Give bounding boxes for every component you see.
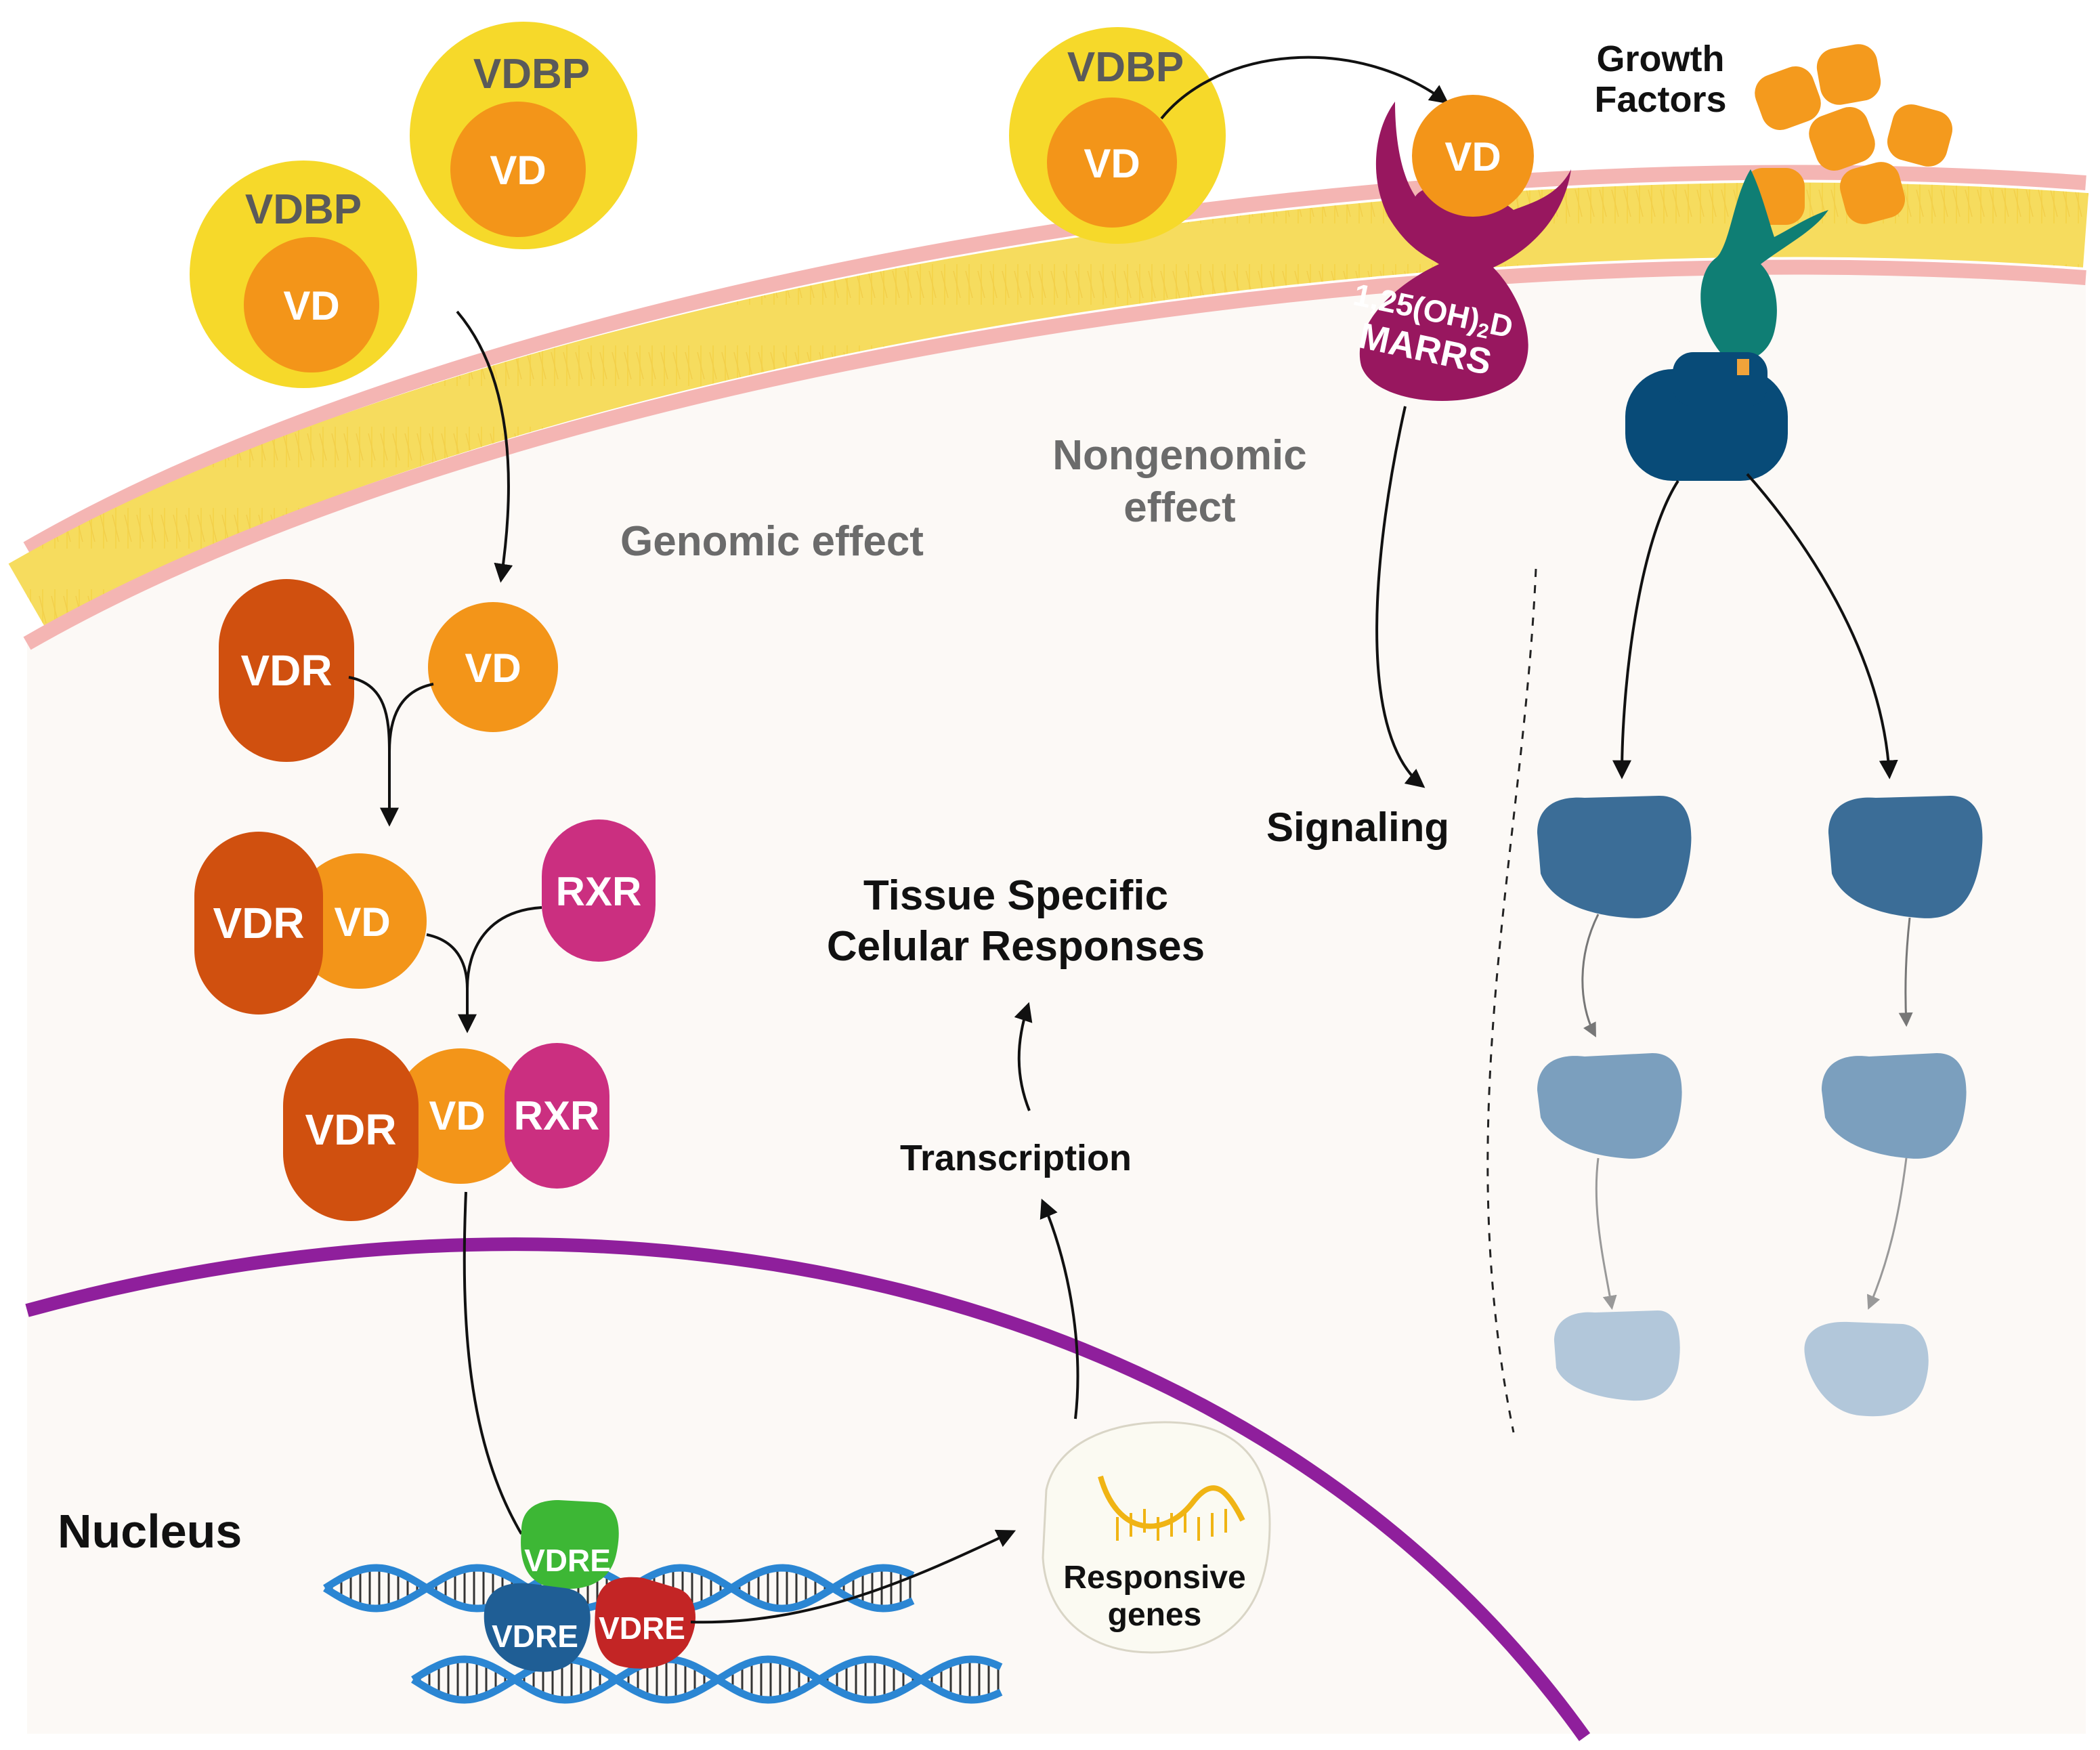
arrow-vd-entry bbox=[456, 310, 513, 583]
arrow-vdr-vd-merge bbox=[348, 676, 434, 823]
vd-label: VD bbox=[490, 148, 546, 193]
vdbp-label: VDBP bbox=[245, 186, 362, 233]
arrow-transcription bbox=[1040, 1198, 1079, 1420]
vdre-label: VDRE bbox=[524, 1543, 611, 1578]
nuclear-membrane bbox=[25, 1237, 1591, 1741]
vdr-vd-complex: VDR VD bbox=[194, 832, 427, 1015]
rxr-label: RXR bbox=[556, 869, 642, 914]
vdr-label: VDR bbox=[240, 646, 332, 695]
vd-label: VD bbox=[465, 645, 521, 691]
tissue-responses-label-2: Celular Responses bbox=[827, 923, 1205, 970]
rxr-free: RXR bbox=[542, 819, 656, 962]
arrow-rxr-merge bbox=[426, 906, 542, 1029]
vdre-blue: VDRE bbox=[484, 1583, 591, 1672]
arrow-receptor-left-cascade bbox=[1612, 479, 1679, 780]
vdr-vd-rxr-heterodimer: VDR VD RXR bbox=[283, 1038, 609, 1221]
growth-factor bbox=[1839, 162, 1906, 224]
vdbp-complex-right: VDBP VD bbox=[1009, 27, 1226, 244]
vdr-unbound: VDR bbox=[219, 579, 354, 762]
growth-factors-label-2: Factors bbox=[1594, 79, 1726, 120]
tissue-responses-label-1: Tissue Specific bbox=[863, 872, 1168, 919]
rxr-label: RXR bbox=[514, 1093, 600, 1138]
transcription-label: Transcription bbox=[900, 1138, 1132, 1178]
kinase-cascade-right bbox=[1804, 796, 1983, 1417]
arrow-to-responses bbox=[1014, 1002, 1033, 1111]
vd-label: VD bbox=[1084, 141, 1140, 186]
arrow-cascade-l1 bbox=[1581, 914, 1600, 1038]
growth-factor-cluster bbox=[1744, 44, 1953, 225]
growth-factor bbox=[1809, 107, 1875, 171]
responsive-genes-bubble: Responsive genes bbox=[1042, 1421, 1271, 1654]
arrow-to-vdre bbox=[463, 1191, 523, 1535]
nongenomic-effect-label-2: effect bbox=[1123, 484, 1235, 531]
vdr-label: VDR bbox=[213, 899, 304, 947]
vdbp-label: VDBP bbox=[1067, 44, 1184, 91]
vdbp-label: VDBP bbox=[473, 51, 590, 98]
vdbp-complex-top: VDBP VD bbox=[410, 22, 637, 249]
arrow-cascade-r1 bbox=[1898, 917, 1913, 1027]
arrow-to-responsive-genes bbox=[690, 1529, 1016, 1624]
growth-factors-label-1: Growth bbox=[1597, 39, 1725, 79]
arrow-cascade-l2 bbox=[1595, 1157, 1617, 1310]
vdr-label: VDR bbox=[305, 1105, 396, 1154]
vdre-label: VDRE bbox=[599, 1610, 685, 1646]
arrow-receptor-right-cascade bbox=[1746, 473, 1898, 780]
growth-factor bbox=[1887, 104, 1953, 167]
dna-double-helix-icon bbox=[323, 1564, 1003, 1704]
arrow-cascade-r2 bbox=[1866, 1157, 1908, 1310]
vd-label: VD bbox=[1444, 134, 1501, 179]
vd-label: VD bbox=[429, 1093, 485, 1138]
growth-factor-receptor bbox=[1625, 169, 1828, 481]
vdbp-complex-left: VDBP VD bbox=[190, 161, 417, 388]
vdre-label: VDRE bbox=[492, 1619, 578, 1654]
arrow-vd-to-marrs bbox=[1160, 56, 1449, 120]
genomic-effect-label: Genomic effect bbox=[620, 518, 924, 565]
arrow-marrs-to-signaling bbox=[1375, 406, 1426, 788]
growth-factor bbox=[1755, 66, 1821, 130]
vd-label: VD bbox=[334, 899, 390, 945]
vdre-green: VDRE bbox=[521, 1500, 619, 1589]
vd-free: VD bbox=[428, 602, 558, 732]
nucleus-label: Nucleus bbox=[58, 1505, 242, 1558]
rna-strand-icon bbox=[1098, 1475, 1245, 1541]
signaling-label: Signaling bbox=[1266, 805, 1449, 850]
responsive-genes-label-2: genes bbox=[1108, 1597, 1202, 1633]
nongenomic-effect-label-1: Nongenomic bbox=[1052, 432, 1306, 479]
kinase-cascade-left bbox=[1537, 796, 1692, 1401]
vdre-red: VDRE bbox=[595, 1577, 695, 1669]
marrs-receptor: VD 1,25(OH)2D MARRS bbox=[1350, 95, 1571, 402]
vd-label: VD bbox=[283, 283, 339, 328]
growth-factor bbox=[1816, 44, 1881, 105]
responsive-genes-label-1: Responsive bbox=[1063, 1560, 1245, 1596]
